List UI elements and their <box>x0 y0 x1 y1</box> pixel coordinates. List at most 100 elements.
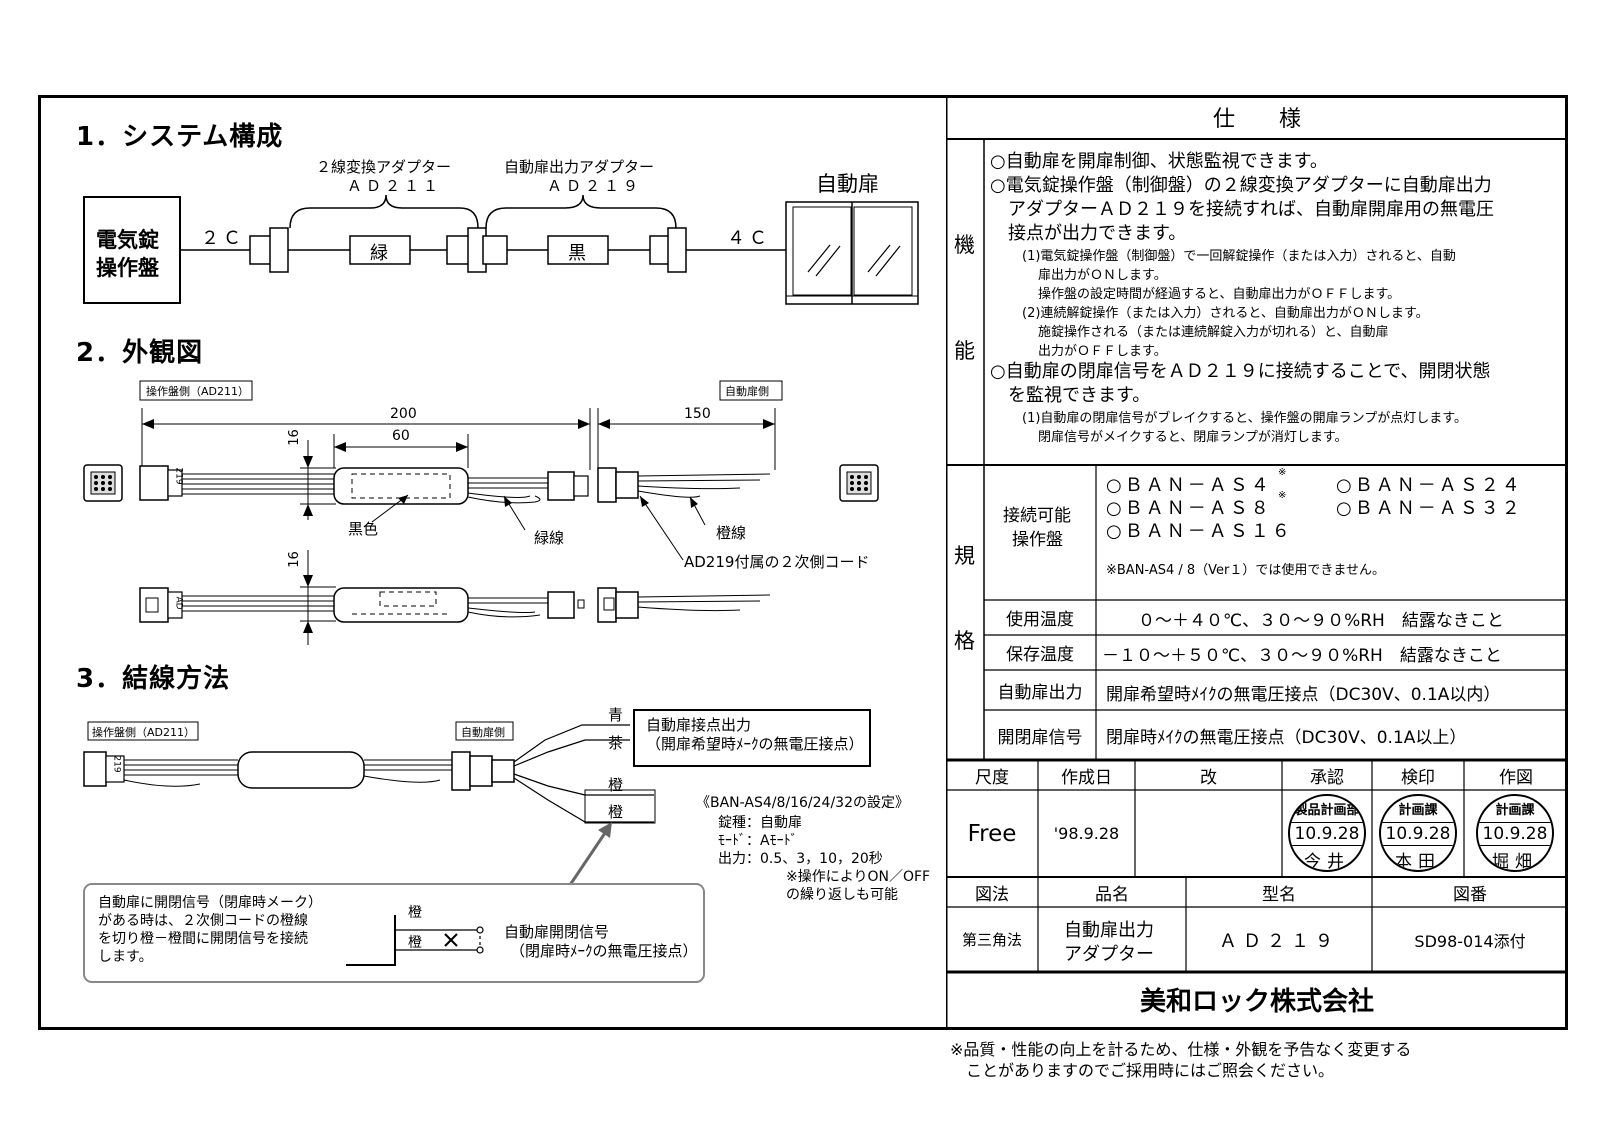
model-value: ＡＤ２１９ <box>1219 930 1339 952</box>
appearance-panel-side: 操作盤側（AD211） <box>146 385 249 398</box>
compat-model-as16: ○ＢＡＮ－ＡＳ１６ <box>1106 521 1293 542</box>
header-revision: 改 <box>1200 767 1217 788</box>
scale-value: Free <box>967 820 1017 847</box>
adapter2-label: 自動扉出力アダプター <box>504 158 655 176</box>
wire-blue: 青 <box>608 706 624 724</box>
compat-note: ※BAN-AS4 / 8（Ver１）では使用できません。 <box>1106 563 1386 578</box>
function-small2: 閉扉信号がメイクすると、閉扉ランプが消灯します。 <box>1038 430 1348 445</box>
settings-line: ※操作によりON／OFF <box>786 869 931 885</box>
function-small: 施錠操作される（または連続解錠入力が切れる）と、自動扉 <box>1038 325 1389 340</box>
row-value: －１０～＋５０℃、３０～９０%RH 結露なきこと <box>1102 646 1502 666</box>
black-color-label: 黒色 <box>348 520 379 538</box>
row-value: 開扉希望時ﾒｲｸの無電圧接点（DC30V、0.1A以内） <box>1106 685 1501 705</box>
settings-line: 錠種：自動扉 <box>718 815 802 831</box>
function-small2: (1)自動扉の閉扉信号がブレイクすると、操作盤の開扉ランプが点灯します。 <box>1022 411 1467 426</box>
settings-title: 《BAN-AS4/8/16/24/32の設定》 <box>696 795 909 811</box>
drafter-stamp: 計画課 10.9.28 堀畑 <box>1476 794 1554 872</box>
tag-ad: AD <box>173 596 184 610</box>
footnote-line: ことがありますのでご採用時にはご照会ください。 <box>950 1061 1335 1080</box>
secondary-cord-label: AD219付属の２次側コード <box>684 553 870 571</box>
orange-wire-label: 橙線 <box>716 524 747 542</box>
wiring-tag-219: 219 <box>111 755 122 773</box>
wire-2c: ２Ｃ <box>201 228 245 249</box>
function-small: (1)電気錠操作盤（制御盤）で一回解錠操作（または入力）されると、自動 <box>1022 249 1456 264</box>
function-line2: を監視できます。 <box>990 385 1151 406</box>
note-orange1: 橙 <box>408 905 422 921</box>
adapter2-model: ＡＤ２１９ <box>547 177 643 195</box>
note-orange2: 橙 <box>408 935 422 951</box>
approval-stamp: 製品計画部 10.9.28 今井 <box>1288 794 1366 872</box>
header-method: 図法 <box>975 884 1009 905</box>
check-stamp: 計画課 10.9.28 本田 <box>1379 794 1457 872</box>
spec-label-2: 格 <box>954 629 975 653</box>
panel-line1: 電気錠 <box>96 228 159 252</box>
row-value: 閉扉時ﾒｲｸの無電圧接点（DC30V、0.1A以上） <box>1106 728 1467 748</box>
function-line2: ○自動扉の閉扉信号をＡＤ２１９に接続することで、開閉状態 <box>990 361 1491 382</box>
header-product: 品名 <box>1095 884 1129 905</box>
compat-model-as32: ○ＢＡＮ－ＡＳ３２ <box>1336 498 1523 519</box>
note-line: します。 <box>98 949 153 965</box>
product-line1: 自動扉出力 <box>1064 920 1154 941</box>
function-small: 扉出力がＯＮします。 <box>1038 268 1167 283</box>
control-panel-box <box>83 196 181 304</box>
header-model: 型名 <box>1262 884 1296 905</box>
function-small: 出力がＯＦＦします。 <box>1038 344 1167 359</box>
drawing-no-value: SD98-014添付 <box>1414 931 1526 951</box>
tag-219: 219 <box>173 467 184 485</box>
wire-orange2: 橙 <box>608 803 624 821</box>
header-check: 検印 <box>1401 767 1435 788</box>
dim-200: 200 <box>390 406 417 422</box>
contact-out-line2: （開扉希望時ﾒｰｸの無電圧接点） <box>646 735 864 753</box>
color-green: 緑 <box>370 243 388 264</box>
contact-out-line1: 自動扉接点出力 <box>646 716 752 734</box>
compat-model-as8: ○ＢＡＮ－ＡＳ８ <box>1106 498 1272 519</box>
note-line: がある時は、２次側コードの橙線 <box>98 913 308 929</box>
compat-model-as4: ○ＢＡＮ－ＡＳ４ <box>1106 475 1272 496</box>
door-label: 自動扉 <box>816 172 879 196</box>
function-label-1: 機 <box>954 233 975 257</box>
note-line: 自動扉に開閉信号（閉扉時メーク） <box>98 895 322 911</box>
dim-16-top: 16 <box>286 429 302 446</box>
wiring-panel-side: 操作盤側（AD211） <box>92 726 195 739</box>
green-box <box>349 235 411 265</box>
dim-16-bottom: 16 <box>286 551 302 568</box>
header-approve: 承認 <box>1310 767 1344 788</box>
compat-model-as24: ○ＢＡＮ－ＡＳ２４ <box>1336 475 1523 496</box>
wire-orange1: 橙 <box>608 776 624 794</box>
panel-line2: 操作盤 <box>96 256 159 280</box>
note-line: を切り橙－橙間に開閉信号を接続 <box>98 931 308 947</box>
row-label: 保存温度 <box>1006 645 1074 665</box>
contact-output-box <box>633 709 871 767</box>
function-line: 接点が出力できます。 <box>990 223 1187 244</box>
compat-mark-as8: ※ <box>1278 490 1287 501</box>
settings-line: の繰り返しも可能 <box>786 887 898 903</box>
function-small: (2)連続解錠操作（または入力）されると、自動扉出力がＯＮします。 <box>1022 306 1429 321</box>
compat-label1: 接続可能 <box>1003 506 1071 526</box>
product-line2: アダプター <box>1064 944 1154 965</box>
function-label-2: 能 <box>954 339 975 363</box>
footnote-line: ※品質・性能の向上を計るため、仕様・外観を予告なく変更する <box>950 1040 1412 1059</box>
adapter1-label: ２線変換アダプター <box>316 158 452 176</box>
spec-title: 仕 様 <box>1212 107 1301 132</box>
function-line: ○電気錠操作盤（制御盤）の２線変換アダプターに自動扉出力 <box>990 175 1492 196</box>
compat-mark-as4: ※ <box>1278 467 1287 478</box>
row-value: ０～＋４０℃、３０～９０%RH 結露なきこと <box>1138 611 1504 631</box>
section2-title: 2．外観図 <box>76 338 204 368</box>
green-wire-label: 緑線 <box>534 529 565 547</box>
spec-label-1: 規 <box>954 544 975 568</box>
schematic-drawing <box>83 194 919 983</box>
compat-label2: 操作盤 <box>1012 530 1063 550</box>
function-small: 操作盤の設定時間が経過すると、自動扉出力がＯＦＦします。 <box>1038 287 1401 302</box>
date-value: '98.9.28 <box>1053 824 1120 843</box>
header-date: 作成日 <box>1061 767 1112 788</box>
section1-title: 1．システム構成 <box>76 122 284 152</box>
company-name: 美和ロック株式会社 <box>1139 987 1374 1017</box>
color-black: 黒 <box>568 243 586 264</box>
settings-line: 出力：0.5、3，10，20秒 <box>718 851 883 867</box>
appearance-door-side: 自動扉側 <box>725 385 769 398</box>
signal-line2: （閉扉時ﾒｰｸの無電圧接点） <box>510 942 698 960</box>
wire-brown: 茶 <box>608 734 624 752</box>
header-draw: 作図 <box>1499 767 1533 788</box>
wire-4c: ４Ｃ <box>727 228 771 249</box>
spec-pane: 仕 様 機 能 ○自動扉を開扉制御、状態監視できます。 ○電気錠操作盤（制御盤）… <box>946 95 1568 1030</box>
